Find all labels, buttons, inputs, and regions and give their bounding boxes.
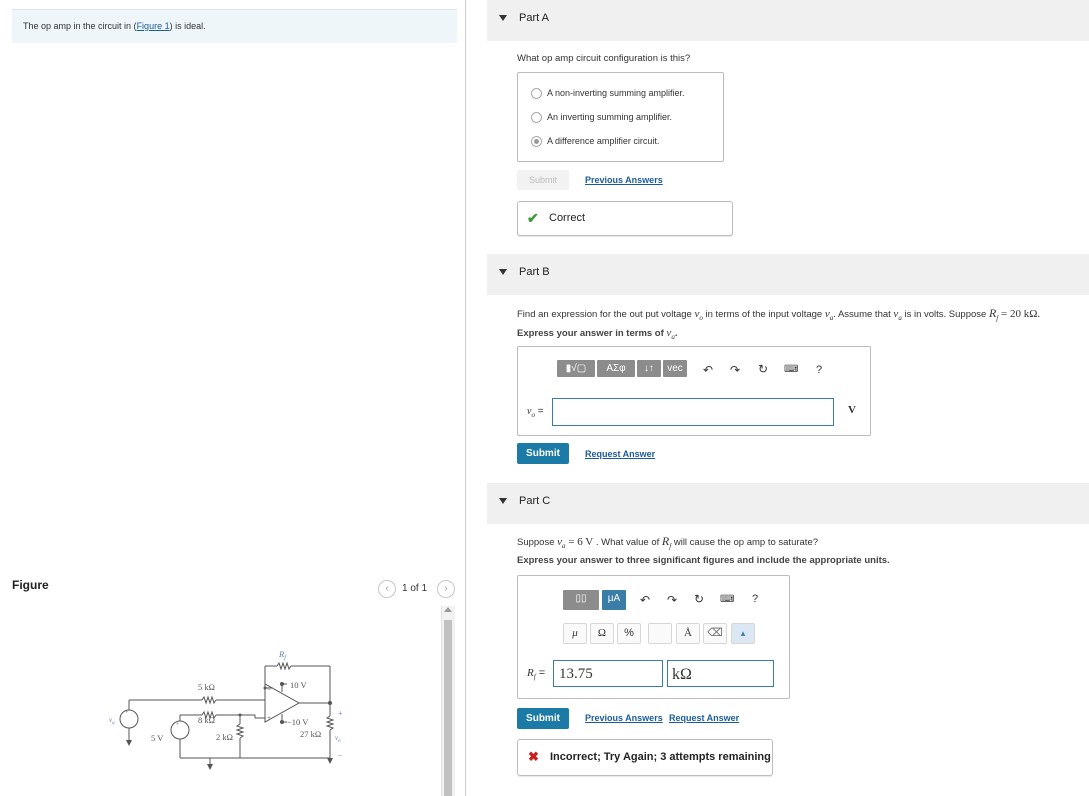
choice-label-1: A non-inverting summing amplifier. bbox=[547, 88, 685, 98]
rf-label: Rf bbox=[278, 649, 287, 661]
part-b-answer-label: vo = bbox=[527, 406, 544, 419]
part-b-request-answer-link[interactable]: Request Answer bbox=[585, 449, 656, 459]
collapse-triangle-icon bbox=[499, 498, 507, 504]
svg-text:+: + bbox=[125, 710, 129, 716]
help-icon[interactable]: ? bbox=[752, 593, 759, 605]
reset-icon[interactable]: ↻ bbox=[694, 592, 705, 606]
vo-output-label: vo bbox=[335, 734, 341, 744]
undo-icon[interactable]: ↶ bbox=[640, 593, 651, 607]
part-c-submit-button[interactable]: Submit bbox=[517, 708, 569, 729]
percent-button[interactable]: % bbox=[617, 623, 641, 644]
part-a-title: Part A bbox=[519, 12, 549, 24]
part-b-question: Find an expression for the out put volta… bbox=[517, 306, 1041, 323]
part-b-submit-button[interactable]: Submit bbox=[517, 443, 569, 464]
circuit-diagram: Rf 5 kΩ 8 kΩ 2 kΩ 27 kΩ 10 V −10 V va 5 … bbox=[109, 649, 343, 770]
problem-intro-box bbox=[12, 9, 457, 43]
svg-text:−: − bbox=[267, 686, 271, 694]
collapse-triangle-icon bbox=[499, 269, 507, 275]
collapse-triangle-icon bbox=[499, 15, 507, 21]
help-icon[interactable]: ? bbox=[816, 364, 823, 376]
redo-icon[interactable]: ↷ bbox=[667, 593, 678, 607]
subscript-button[interactable]: ↓↑ bbox=[637, 360, 661, 377]
figure-heading: Figure bbox=[12, 578, 49, 592]
part-b-unit: V bbox=[848, 404, 856, 416]
templates-button[interactable]: ▯▯ bbox=[563, 590, 599, 610]
problem-intro-text: The op amp in the circuit in (Figure 1) … bbox=[23, 21, 206, 31]
part-a-feedback-text: Correct bbox=[549, 212, 586, 224]
units-button[interactable]: μA bbox=[602, 590, 626, 610]
r3-label: 2 kΩ bbox=[216, 732, 233, 742]
part-c-instructions: Express your answer to three significant… bbox=[517, 555, 890, 566]
part-b-instructions: Express your answer in terms of va. bbox=[517, 327, 678, 342]
mu-symbol-button[interactable]: μ bbox=[563, 623, 587, 644]
part-c-units-input[interactable]: kΩ bbox=[667, 660, 774, 687]
part-c-previous-answers-link[interactable]: Previous Answers bbox=[585, 713, 663, 723]
pos-supply-label: 10 V bbox=[290, 680, 307, 690]
part-b-answer-box bbox=[517, 346, 871, 436]
figure-pager: 1 of 1 bbox=[402, 583, 428, 594]
x-mark-icon: ✖ bbox=[528, 749, 539, 764]
redo-icon[interactable]: ↷ bbox=[730, 363, 741, 377]
keyboard-toggle-icon[interactable]: ▴ bbox=[731, 623, 755, 644]
choice-label-2: An inverting summing amplifier. bbox=[547, 112, 673, 122]
templates-button[interactable]: ▮√▢ bbox=[557, 360, 595, 377]
angstrom-button[interactable]: Å bbox=[676, 623, 700, 644]
next-figure-button[interactable]: › bbox=[437, 580, 455, 598]
checkmark-icon: ✔ bbox=[527, 210, 539, 226]
part-a-header[interactable]: Part A bbox=[487, 0, 1089, 41]
part-a-question: What op amp circuit configuration is thi… bbox=[517, 53, 691, 64]
part-c-header[interactable]: Part C bbox=[487, 483, 1089, 524]
svg-text:+: + bbox=[267, 714, 271, 722]
greek-symbols-button[interactable]: ΑΣφ bbox=[597, 360, 635, 377]
part-c-answer-box bbox=[517, 575, 790, 699]
svg-text:+: + bbox=[176, 722, 180, 728]
scrollbar-thumb[interactable] bbox=[444, 620, 452, 796]
figure-link[interactable]: Figure 1 bbox=[136, 21, 170, 31]
r4-label: 27 kΩ bbox=[300, 729, 321, 739]
part-c-value-input[interactable]: 13.75 bbox=[553, 660, 663, 687]
part-a-submit-button[interactable]: Submit bbox=[517, 170, 569, 190]
choice-radio-1[interactable] bbox=[531, 88, 542, 99]
part-b-answer-input[interactable] bbox=[552, 398, 834, 426]
5v-source-label: 5 V bbox=[151, 733, 164, 743]
part-a-previous-answers-link[interactable]: Previous Answers bbox=[585, 175, 663, 185]
scroll-up-arrow-icon[interactable] bbox=[444, 607, 452, 612]
r2-label: 8 kΩ bbox=[198, 715, 215, 725]
omega-symbol-button[interactable]: Ω bbox=[590, 623, 614, 644]
pane-divider bbox=[465, 0, 466, 796]
part-c-title: Part C bbox=[519, 495, 551, 507]
svg-text:−: − bbox=[338, 751, 343, 760]
part-c-feedback-text: Incorrect; Try Again; 3 attempts remaini… bbox=[550, 751, 771, 763]
keyboard-icon[interactable]: ⌨ bbox=[784, 364, 799, 375]
undo-icon[interactable]: ↶ bbox=[703, 363, 714, 377]
part-a-feedback-box bbox=[517, 201, 733, 236]
r1-label: 5 kΩ bbox=[198, 682, 215, 692]
vector-button[interactable]: vec bbox=[663, 360, 687, 377]
part-c-feedback-box bbox=[517, 739, 773, 776]
prev-figure-button[interactable]: ‹ bbox=[378, 580, 396, 598]
part-b-header[interactable]: Part B bbox=[487, 254, 1089, 295]
choice-radio-3[interactable] bbox=[531, 136, 542, 147]
part-c-request-answer-link[interactable]: Request Answer bbox=[669, 713, 740, 723]
choices-box bbox=[517, 72, 724, 162]
part-b-title: Part B bbox=[519, 266, 550, 278]
delete-icon[interactable]: ⌫ bbox=[703, 623, 727, 644]
part-c-answer-label: Rf = bbox=[527, 667, 546, 682]
choice-label-3: A difference amplifier circuit. bbox=[547, 136, 660, 146]
part-c-question: Suppose va = 6 V . What value of Rf will… bbox=[517, 534, 819, 551]
caret-button[interactable] bbox=[648, 623, 672, 644]
svg-text:+: + bbox=[338, 709, 343, 718]
choice-radio-2[interactable] bbox=[531, 112, 542, 123]
va-source-label: va bbox=[109, 716, 115, 726]
reset-icon[interactable]: ↻ bbox=[758, 362, 769, 376]
keyboard-icon[interactable]: ⌨ bbox=[720, 594, 735, 605]
neg-supply-label: −10 V bbox=[287, 717, 309, 727]
